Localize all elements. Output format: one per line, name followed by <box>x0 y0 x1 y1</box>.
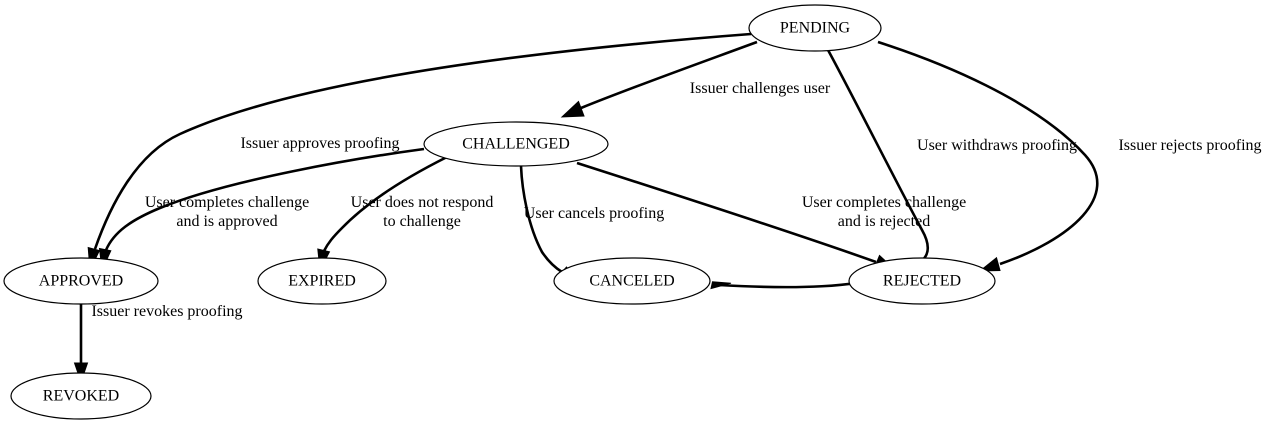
node-expired-ellipse <box>257 257 387 305</box>
node-approved[interactable]: APPROVED <box>3 257 159 305</box>
edge-label-challenged-expired-line1: User does not respond <box>351 194 494 211</box>
edge-path-challenged-expired <box>322 155 448 252</box>
edge-path-challenged-approved <box>104 147 425 251</box>
node-canceled[interactable]: CANCELED <box>553 257 711 305</box>
edge-challenged-to-expired[interactable]: User does not respond to challenge <box>317 155 494 272</box>
edge-approved-to-revoked[interactable]: Issuer revokes proofing <box>73 303 243 384</box>
edge-path-pending-challenged <box>580 40 758 110</box>
edge-label-approved-revoked: Issuer revokes proofing <box>91 303 242 320</box>
node-pending-ellipse <box>748 4 882 52</box>
edge-label-challenged-canceled: User cancels proofing <box>524 205 664 222</box>
edge-path-pending-approved <box>93 32 752 250</box>
node-revoked-ellipse <box>10 372 152 420</box>
edge-pending-to-canceled[interactable]: User withdraws proofing <box>710 49 1077 290</box>
node-revoked[interactable]: REVOKED <box>10 372 152 420</box>
node-pending[interactable]: PENDING <box>748 4 882 52</box>
node-challenged[interactable]: CHALLENGED <box>423 121 609 167</box>
node-approved-ellipse <box>3 257 159 305</box>
edge-challenged-to-rejected[interactable]: User completes challenge and is rejected <box>576 161 966 270</box>
node-canceled-ellipse <box>553 257 711 305</box>
edge-path-pending-canceled <box>718 49 929 289</box>
node-rejected-ellipse <box>848 257 996 305</box>
node-rejected[interactable]: REJECTED <box>848 257 996 305</box>
arrowhead-canceled-from-pending <box>710 281 732 290</box>
edge-path-challenged-rejected <box>576 161 877 264</box>
edge-label-pending-canceled: User withdraws proofing <box>917 137 1077 154</box>
edge-label-challenged-rejected-line1: User completes challenge <box>802 194 966 211</box>
edge-path-challenged-canceled <box>519 165 563 274</box>
node-expired[interactable]: EXPIRED <box>257 257 387 305</box>
edge-pending-to-approved[interactable]: Issuer approves proofing <box>87 32 752 272</box>
edge-path-pending-rejected <box>877 40 1099 266</box>
arrowhead-rejected-from-pending <box>978 256 1001 272</box>
edge-label-challenged-approved-line2: and is approved <box>176 213 277 230</box>
edge-label-challenged-expired-line2: to challenge <box>383 213 461 230</box>
edge-label-challenged-approved-line1: User completes challenge <box>145 194 309 211</box>
edge-pending-to-rejected[interactable]: Issuer rejects proofing <box>877 40 1262 272</box>
edge-label-pending-approved: Issuer approves proofing <box>240 135 399 152</box>
edge-pending-to-challenged[interactable]: Issuer challenges user <box>560 40 831 118</box>
edge-label-pending-challenged: Issuer challenges user <box>690 80 831 97</box>
node-challenged-ellipse <box>423 121 609 167</box>
edge-label-pending-rejected: Issuer rejects proofing <box>1118 137 1261 154</box>
edge-label-challenged-rejected-line2: and is rejected <box>838 213 930 230</box>
arrowhead-challenged-from-pending <box>560 100 585 118</box>
